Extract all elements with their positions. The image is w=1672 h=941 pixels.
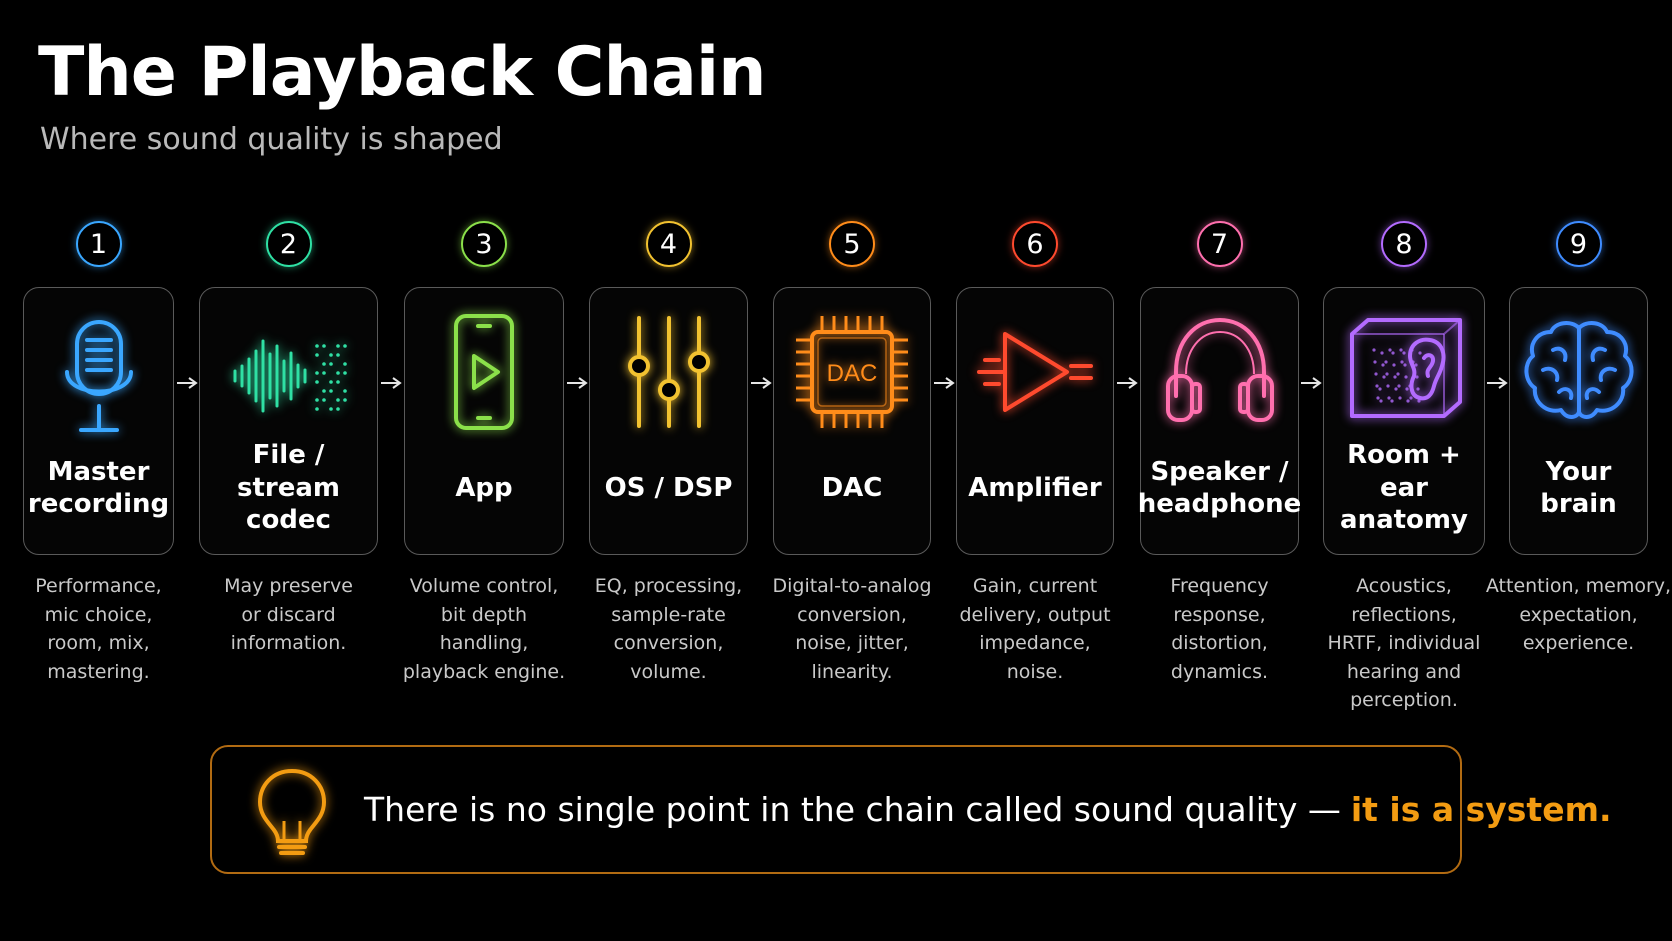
- callout-highlight: it is a system.: [1350, 790, 1612, 829]
- arrow-right-icon: [1301, 377, 1322, 389]
- step-label: OS / DSP: [604, 472, 733, 503]
- page-subtitle: Where sound quality is shaped: [40, 122, 503, 157]
- step-description: Performance, mic choice, room, mix, mast…: [35, 575, 162, 683]
- step-label: Amplifier: [968, 472, 1102, 503]
- step-number-5: 5: [829, 221, 875, 267]
- step-number-8: 8: [1381, 221, 1427, 267]
- step-card-9: Your brain: [1509, 287, 1648, 555]
- arrow-right-icon: [1487, 377, 1508, 389]
- step-description: May preserve or discard information.: [224, 575, 353, 654]
- step-card-8: Room + ear anatomy: [1323, 287, 1485, 555]
- room-ear-icon: [1350, 318, 1462, 418]
- step-number-4: 4: [645, 221, 692, 267]
- lightbulb-icon: [257, 768, 327, 855]
- step-label: DAC: [821, 472, 883, 503]
- step-label: Master recording: [27, 456, 170, 520]
- callout-main-text: There is no single point in the chain ca…: [364, 790, 1341, 829]
- arrow-right-icon: [1117, 377, 1138, 389]
- svg-text:DAC: DAC: [827, 360, 878, 387]
- headphones-icon: [1165, 318, 1274, 422]
- arrow-right-icon: [566, 377, 588, 389]
- phone-play-icon: [454, 314, 514, 430]
- step-label: Room + ear anatomy: [1340, 440, 1468, 536]
- step-card-5: DAC DAC: [773, 287, 931, 555]
- arrow-right-icon: [176, 377, 198, 389]
- amplifier-icon: [977, 332, 1093, 412]
- step-number-3: 3: [461, 221, 507, 267]
- step-label: File / stream codec: [237, 440, 340, 536]
- microphone-icon: [64, 320, 133, 432]
- chip-icon: DAC: [796, 316, 908, 428]
- step-number-1: 1: [75, 221, 122, 267]
- arrow-right-icon: [750, 377, 772, 389]
- step-label: Your brain: [1540, 456, 1617, 520]
- step-card-3: App: [404, 287, 564, 555]
- step-description: Digital-to-analog conversion, noise, jit…: [772, 575, 932, 683]
- step-card-6: Amplifier: [956, 287, 1114, 555]
- summary-callout: There is no single point in the chain ca…: [210, 745, 1612, 874]
- page-title: The Playback Chain: [38, 33, 767, 112]
- step-card-4: OS / DSP: [589, 287, 748, 555]
- step-description: Frequency response, distortion, dynamics…: [1170, 575, 1269, 683]
- step-label: App: [455, 472, 513, 503]
- step-number-2: 2: [265, 221, 312, 267]
- step-card-2: File / stream codec: [199, 287, 378, 555]
- step-description: Attention, memory, expectation, experien…: [1485, 575, 1672, 654]
- step-card-7: Speaker / headphone: [1137, 287, 1302, 555]
- step-number-7: 7: [1196, 221, 1243, 267]
- arrow-right-icon: [933, 377, 955, 389]
- arrow-right-icon: [381, 377, 402, 389]
- waveform-icon: [233, 339, 347, 413]
- step-description: Volume control, bit depth handling, play…: [402, 575, 566, 683]
- step-label: Speaker / headphone: [1137, 456, 1302, 520]
- step-description: Acoustics, reflections, HRTF, individual…: [1327, 575, 1481, 711]
- step-card-1: Master recording: [23, 287, 174, 555]
- step-description: Gain, current delivery, output impedance…: [959, 575, 1111, 683]
- brain-icon: [1524, 321, 1633, 419]
- callout-text: There is no single point in the chain ca…: [364, 747, 1612, 872]
- step-number-6: 6: [1012, 221, 1058, 267]
- step-number-9: 9: [1555, 221, 1602, 267]
- step-description: EQ, processing, sample-rate conversion, …: [594, 575, 743, 683]
- sliders-icon: [627, 316, 710, 428]
